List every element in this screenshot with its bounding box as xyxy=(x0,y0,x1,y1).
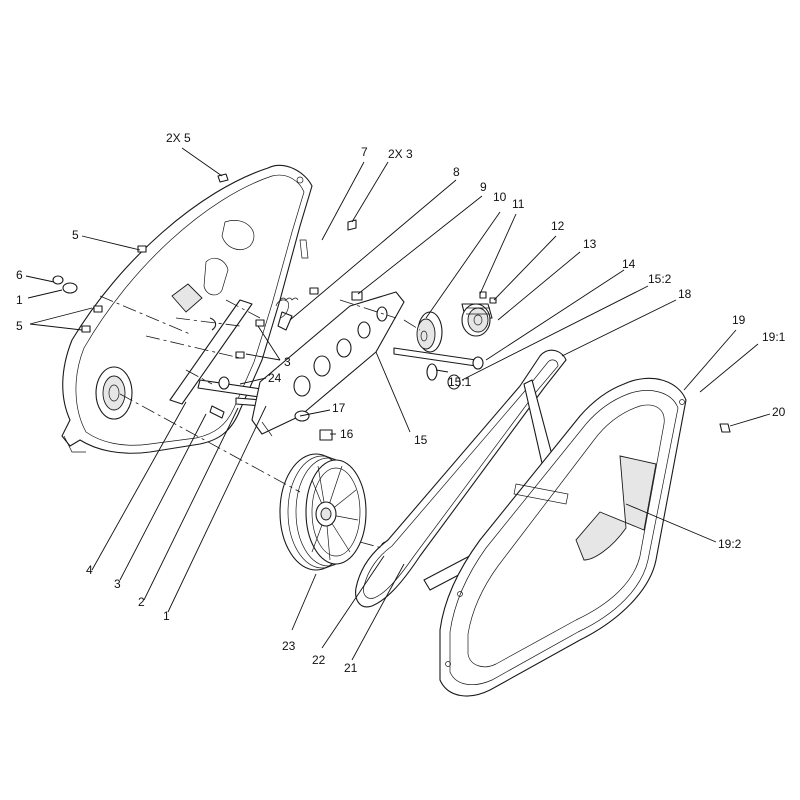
callout-9: 9 xyxy=(480,180,487,194)
callout-labels: 2X 5 7 2X 3 8 9 10 11 12 13 14 15:2 18 1… xyxy=(16,131,786,675)
drive-hub xyxy=(461,291,497,337)
alignment-lines xyxy=(99,295,421,549)
outer-cover xyxy=(439,377,731,697)
callout-5-left: 5 xyxy=(72,228,79,242)
callout-5-lower: 5 xyxy=(16,319,23,333)
callout-11: 11 xyxy=(512,197,525,211)
inner-housing xyxy=(61,164,313,454)
callout-1-bottom: 1 xyxy=(163,609,170,623)
callout-7: 7 xyxy=(361,145,368,159)
callout-19-2: 19:2 xyxy=(718,537,742,551)
callout-16: 16 xyxy=(340,427,354,441)
callout-4: 4 xyxy=(86,563,93,577)
callout-3-bottom: 3 xyxy=(114,577,121,591)
callout-6: 6 xyxy=(16,268,23,282)
callout-17: 17 xyxy=(332,401,346,415)
callout-2: 2 xyxy=(138,595,145,609)
callout-1-left: 1 xyxy=(16,293,23,307)
callout-15-1: 15:1 xyxy=(448,375,472,389)
callout-24: 24 xyxy=(268,371,282,385)
idler-bolt xyxy=(393,347,484,390)
callout-22: 22 xyxy=(312,653,326,667)
callout-12: 12 xyxy=(551,219,565,233)
leader-lines xyxy=(25,147,771,661)
callout-23: 23 xyxy=(282,639,296,653)
callout-20: 20 xyxy=(772,405,786,419)
tension-spring xyxy=(275,297,299,331)
main-pulley xyxy=(279,453,409,571)
callout-10: 10 xyxy=(493,190,507,204)
callout-15-2: 15:2 xyxy=(648,272,672,286)
callout-21: 21 xyxy=(344,661,358,675)
callout-8: 8 xyxy=(453,165,460,179)
fasteners xyxy=(52,173,363,441)
callout-3-mid: 3 xyxy=(284,355,291,369)
callout-2x5-top: 2X 5 xyxy=(166,131,191,145)
callout-15: 15 xyxy=(414,433,428,447)
callout-14: 14 xyxy=(622,257,636,271)
idler-pulley xyxy=(416,311,443,353)
callout-19: 19 xyxy=(732,313,746,327)
callout-19-1: 19:1 xyxy=(762,330,786,344)
callout-13: 13 xyxy=(583,237,597,251)
callout-18: 18 xyxy=(678,287,692,301)
callout-2x3: 2X 3 xyxy=(388,147,413,161)
